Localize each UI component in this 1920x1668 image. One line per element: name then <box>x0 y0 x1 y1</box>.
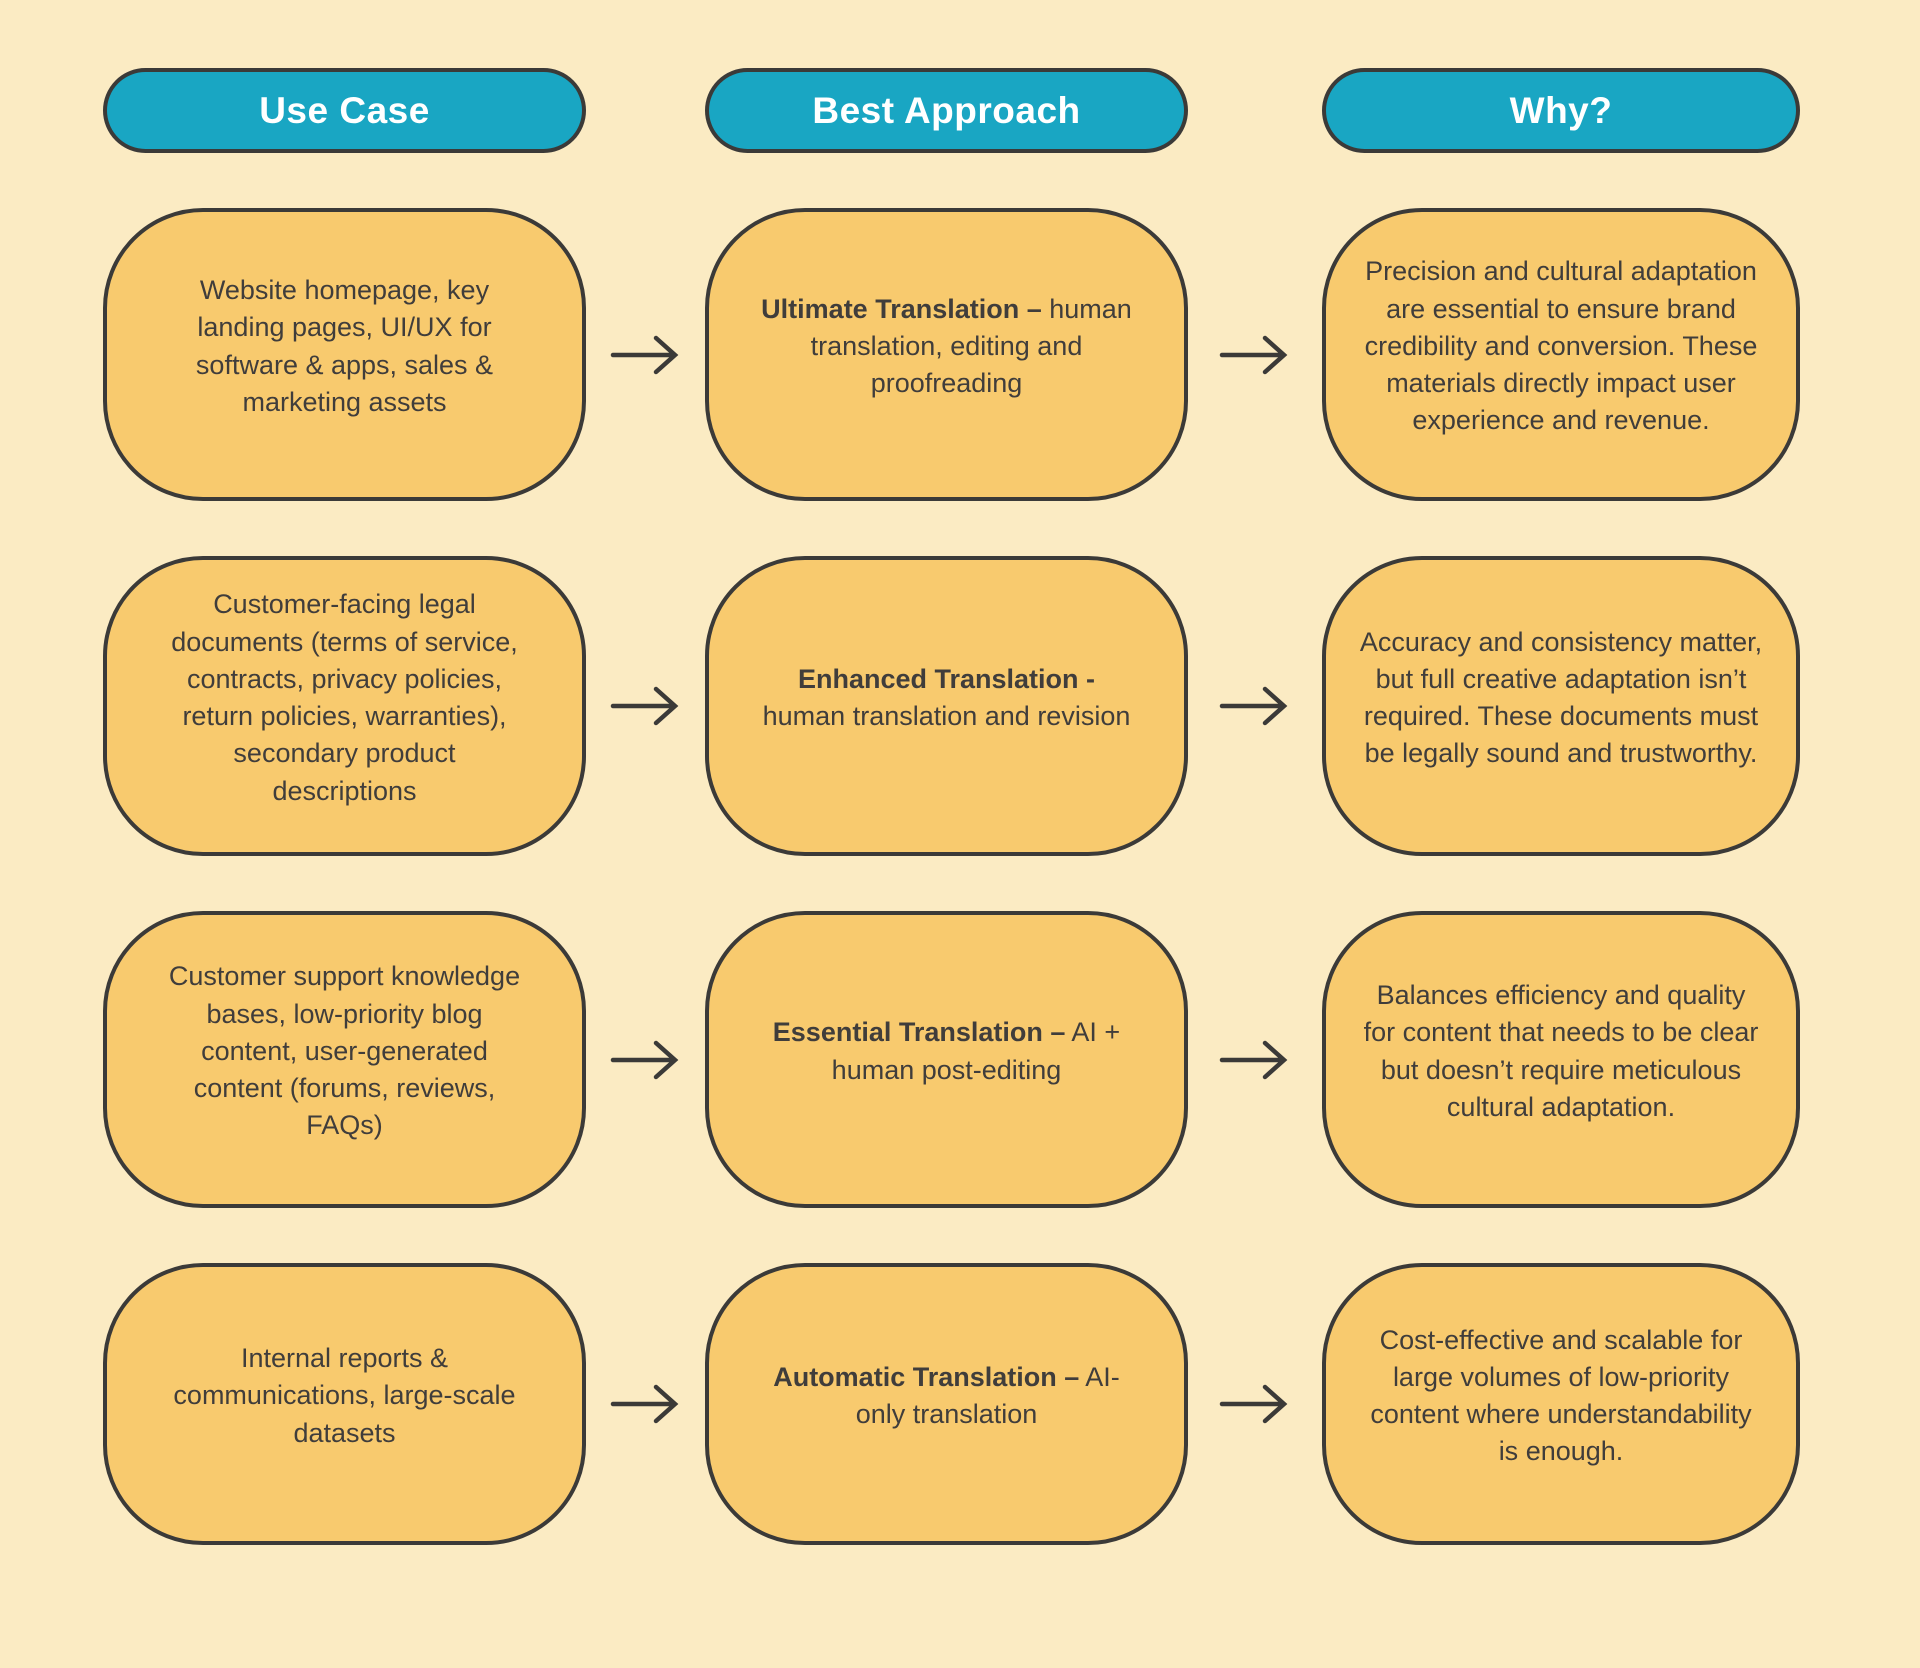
right-arrow-icon <box>1219 1040 1288 1079</box>
right-arrow-icon <box>610 335 678 374</box>
arrow-cell <box>1188 208 1322 501</box>
right-arrow-icon <box>610 1040 678 1079</box>
use-case-box: Customer-facing legal documents (terms o… <box>103 556 586 856</box>
why-text: Balances efficiency and quality for cont… <box>1363 980 1759 1122</box>
approach-title: Essential Translation – <box>772 1017 1066 1048</box>
why-box: Accuracy and consistency matter, but ful… <box>1322 556 1800 856</box>
arrow-cell <box>1188 911 1322 1208</box>
approach-text: Essential Translation – AI + human post-… <box>709 1014 1184 1089</box>
header-pill-use-case: Use Case <box>103 68 586 153</box>
use-case-box: Customer support knowledge bases, low-pr… <box>103 911 586 1208</box>
right-arrow-icon <box>1219 686 1288 726</box>
approach-box: Essential Translation – AI + human post-… <box>705 911 1188 1208</box>
approach-box: Ultimate Translation – human translation… <box>705 208 1188 501</box>
approach-box: Enhanced Translation - human translation… <box>705 556 1188 856</box>
arrow-cell <box>586 208 705 501</box>
header-pill-best-approach: Best Approach <box>705 68 1188 153</box>
right-arrow-icon <box>610 1384 678 1424</box>
approach-title: Automatic Translation – <box>773 1361 1080 1392</box>
header-label-use-case: Use Case <box>259 89 430 131</box>
why-box: Precision and cultural adaptation are es… <box>1322 208 1800 501</box>
approach-box: Automatic Translation – AI-only translat… <box>705 1263 1188 1545</box>
approach-rest: AI-only translation <box>855 1361 1120 1429</box>
translation-approach-diagram: Use Case Best Approach Why? Website home… <box>0 68 1920 1668</box>
right-arrow-icon <box>1219 1384 1288 1424</box>
use-case-text: Customer-facing legal documents (terms o… <box>171 589 518 806</box>
approach-rest: AI + human post-editing <box>831 1017 1121 1085</box>
arrow-cell <box>1188 1263 1322 1545</box>
right-arrow-icon <box>610 686 678 726</box>
approach-text: Enhanced Translation - human translation… <box>709 661 1184 736</box>
header-label-best-approach: Best Approach <box>812 89 1081 131</box>
header-label-why: Why? <box>1509 89 1613 131</box>
why-text: Accuracy and consistency matter, but ful… <box>1359 626 1763 769</box>
why-text: Precision and cultural adaptation are es… <box>1364 256 1758 436</box>
approach-rest: human translation and revision <box>762 701 1131 731</box>
why-box: Balances efficiency and quality for cont… <box>1322 911 1800 1208</box>
approach-text: Ultimate Translation – human translation… <box>709 291 1184 403</box>
use-case-text: Website homepage, key landing pages, UI/… <box>195 275 494 417</box>
use-case-box: Internal reports & communications, large… <box>103 1263 586 1545</box>
header-spacer <box>1188 68 1322 153</box>
arrow-cell <box>586 1263 705 1545</box>
arrow-cell <box>586 911 705 1208</box>
use-case-text: Customer support knowledge bases, low-pr… <box>168 961 521 1141</box>
why-text: Cost-effective and scalable for large vo… <box>1370 1324 1752 1467</box>
header-pill-why: Why? <box>1322 68 1800 153</box>
diagram-grid: Use Case Best Approach Why? Website home… <box>103 68 1800 1545</box>
use-case-box: Website homepage, key landing pages, UI/… <box>103 208 586 501</box>
arrow-cell <box>1188 556 1322 856</box>
approach-title: Ultimate Translation – <box>761 293 1042 324</box>
approach-title: Enhanced Translation - <box>797 663 1096 694</box>
why-box: Cost-effective and scalable for large vo… <box>1322 1263 1800 1545</box>
arrow-cell <box>586 556 705 856</box>
approach-rest: human translation, editing and proofread… <box>810 293 1132 399</box>
header-spacer <box>586 68 705 153</box>
right-arrow-icon <box>1219 335 1288 374</box>
use-case-text: Internal reports & communications, large… <box>173 1343 516 1448</box>
approach-text: Automatic Translation – AI-only translat… <box>709 1359 1184 1434</box>
